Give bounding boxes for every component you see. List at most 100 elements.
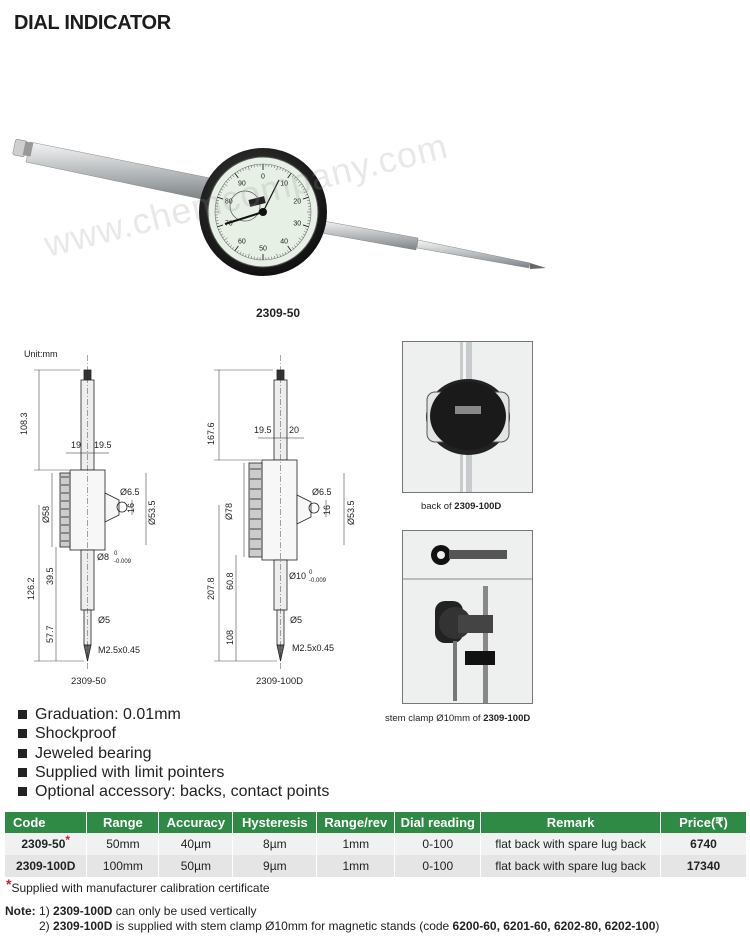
dim-l-dia53: Ø53.5 <box>147 500 157 525</box>
dial-tick <box>237 250 239 253</box>
dial-tick <box>298 183 302 187</box>
dial-tick <box>245 254 247 257</box>
dial-number: 30 <box>293 221 301 228</box>
dim-r-60: 60.8 <box>225 572 235 590</box>
dim-r-207: 207.8 <box>206 577 216 600</box>
dim-l-57: 57.7 <box>45 625 55 643</box>
feature-item: Graduation: 0.01mm <box>16 705 329 724</box>
dial-number: 0 <box>261 174 265 181</box>
dim-l-w2: 19.5 <box>94 440 112 450</box>
col-range-rev: Range/rev <box>316 812 396 833</box>
feature-list: Graduation: 0.01mm Shockproof Jeweled be… <box>16 705 329 801</box>
dial-tick <box>250 256 252 259</box>
cell-price: 6740 <box>660 833 747 855</box>
dim-r-hole: Ø6.5 <box>312 487 332 497</box>
dial-tick <box>297 181 301 184</box>
dial-tick <box>218 194 221 196</box>
dim-r-thread: M2.5x0.45 <box>292 643 334 653</box>
unit-label: Unit:mm <box>24 349 58 359</box>
dial-tick <box>287 250 289 253</box>
dim-l-39: 39.5 <box>45 567 55 585</box>
dial-tick <box>301 236 304 238</box>
dim-l-16: 16 <box>126 503 136 513</box>
dim-l-w1: 19 <box>71 440 81 450</box>
dial-tick <box>216 223 219 225</box>
dial-number: 90 <box>238 180 246 187</box>
table-row: 2309-50* 50mm 40µm 8µm 1mm 0-100 flat ba… <box>5 833 747 855</box>
table-header-row: Code Range Accuracy Hysteresis Range/rev… <box>5 812 747 833</box>
dim-r-5: Ø5 <box>290 615 302 625</box>
cell-dial: 0-100 <box>394 855 482 877</box>
feature-item: Supplied with limit pointers <box>16 763 329 782</box>
dial-tick <box>274 165 276 168</box>
cell-code: 2309-50* <box>5 833 88 855</box>
dial-tick <box>234 245 239 252</box>
dial-tick <box>222 236 225 238</box>
drawing-caption-left: 2309-50 <box>71 676 106 687</box>
dial-tick <box>282 168 284 171</box>
dial-tick <box>304 231 307 233</box>
square-bullet-icon <box>18 710 27 720</box>
dial-tick <box>224 183 228 187</box>
dial-tick <box>216 199 219 201</box>
dial-tick <box>282 253 284 256</box>
cell-accuracy: 50µm <box>158 855 234 877</box>
cell-range: 50mm <box>86 833 160 855</box>
clamp-photo <box>402 530 533 704</box>
note-line-2: 2) 2309-100D is supplied with stem clamp… <box>39 919 660 933</box>
dial-tick <box>218 228 221 230</box>
dim-r-stem: Ø10 <box>289 571 306 581</box>
dim-l-5: Ø5 <box>98 615 110 625</box>
dial-tick <box>219 191 222 193</box>
dial-tick <box>234 172 239 179</box>
cell-hysteresis: 9µm <box>232 855 318 877</box>
col-price: Price(₹) <box>660 812 747 833</box>
dim-r-tol-bot: -0.009 <box>309 578 327 584</box>
dial-tick <box>217 196 224 200</box>
col-accuracy: Accuracy <box>158 812 234 833</box>
dim-l-stem: Ø8 <box>97 552 109 562</box>
dim-r-tol-top: 0 <box>309 570 313 576</box>
dial-tick <box>242 168 244 171</box>
dial-tick <box>227 243 230 246</box>
dim-l-top: 108.3 <box>19 412 29 435</box>
hero-caption: 2309-50 <box>256 306 301 320</box>
dim-l-hole: Ø6.5 <box>120 487 140 497</box>
dial-tick <box>222 186 225 188</box>
dial-tick <box>287 245 292 252</box>
dial-tick <box>279 254 281 257</box>
dial-tick <box>219 231 222 233</box>
dial-tick <box>302 224 309 228</box>
dial-tick <box>274 256 276 259</box>
dim-r-108: 108 <box>225 630 235 645</box>
footnote: *Supplied with manufacturer calibration … <box>6 876 270 895</box>
cell-remark: flat back with spare lug back <box>480 855 662 877</box>
dial-number: 40 <box>280 239 288 246</box>
dial-tick <box>302 233 306 236</box>
dial-tick <box>284 169 287 173</box>
dial-tick <box>225 181 229 184</box>
dim-l-126: 126.2 <box>26 577 36 600</box>
dial-tick <box>291 246 294 250</box>
dial-tick <box>302 196 309 200</box>
dial-tick <box>217 224 224 228</box>
cell-hysteresis: 8µm <box>232 833 318 855</box>
dial-tick <box>225 240 229 243</box>
dial-number: 80 <box>225 198 233 205</box>
square-bullet-icon <box>18 748 27 758</box>
col-remark: Remark <box>480 812 662 833</box>
drawing-caption-right: 2309-100D <box>256 676 304 687</box>
technical-drawings: 108.3 19 19.5 Ø58 Ø6.5 16 Ø53.5 Ø8 0 -0.… <box>19 355 356 670</box>
dial-tick <box>227 178 230 181</box>
dial-number: 20 <box>293 198 301 205</box>
dial-tick <box>242 253 244 256</box>
dim-l-thread: M2.5x0.45 <box>98 645 140 655</box>
dial-tick <box>276 253 279 258</box>
cell-dial: 0-100 <box>394 833 482 855</box>
cell-remark: flat back with spare lug back <box>480 833 662 855</box>
cell-price: 17340 <box>660 855 747 877</box>
dial-tick <box>287 172 292 179</box>
cell-range-rev: 1mm <box>316 833 396 855</box>
dial-tick <box>287 171 289 174</box>
dim-l-tol-bot: -0.009 <box>114 559 132 565</box>
